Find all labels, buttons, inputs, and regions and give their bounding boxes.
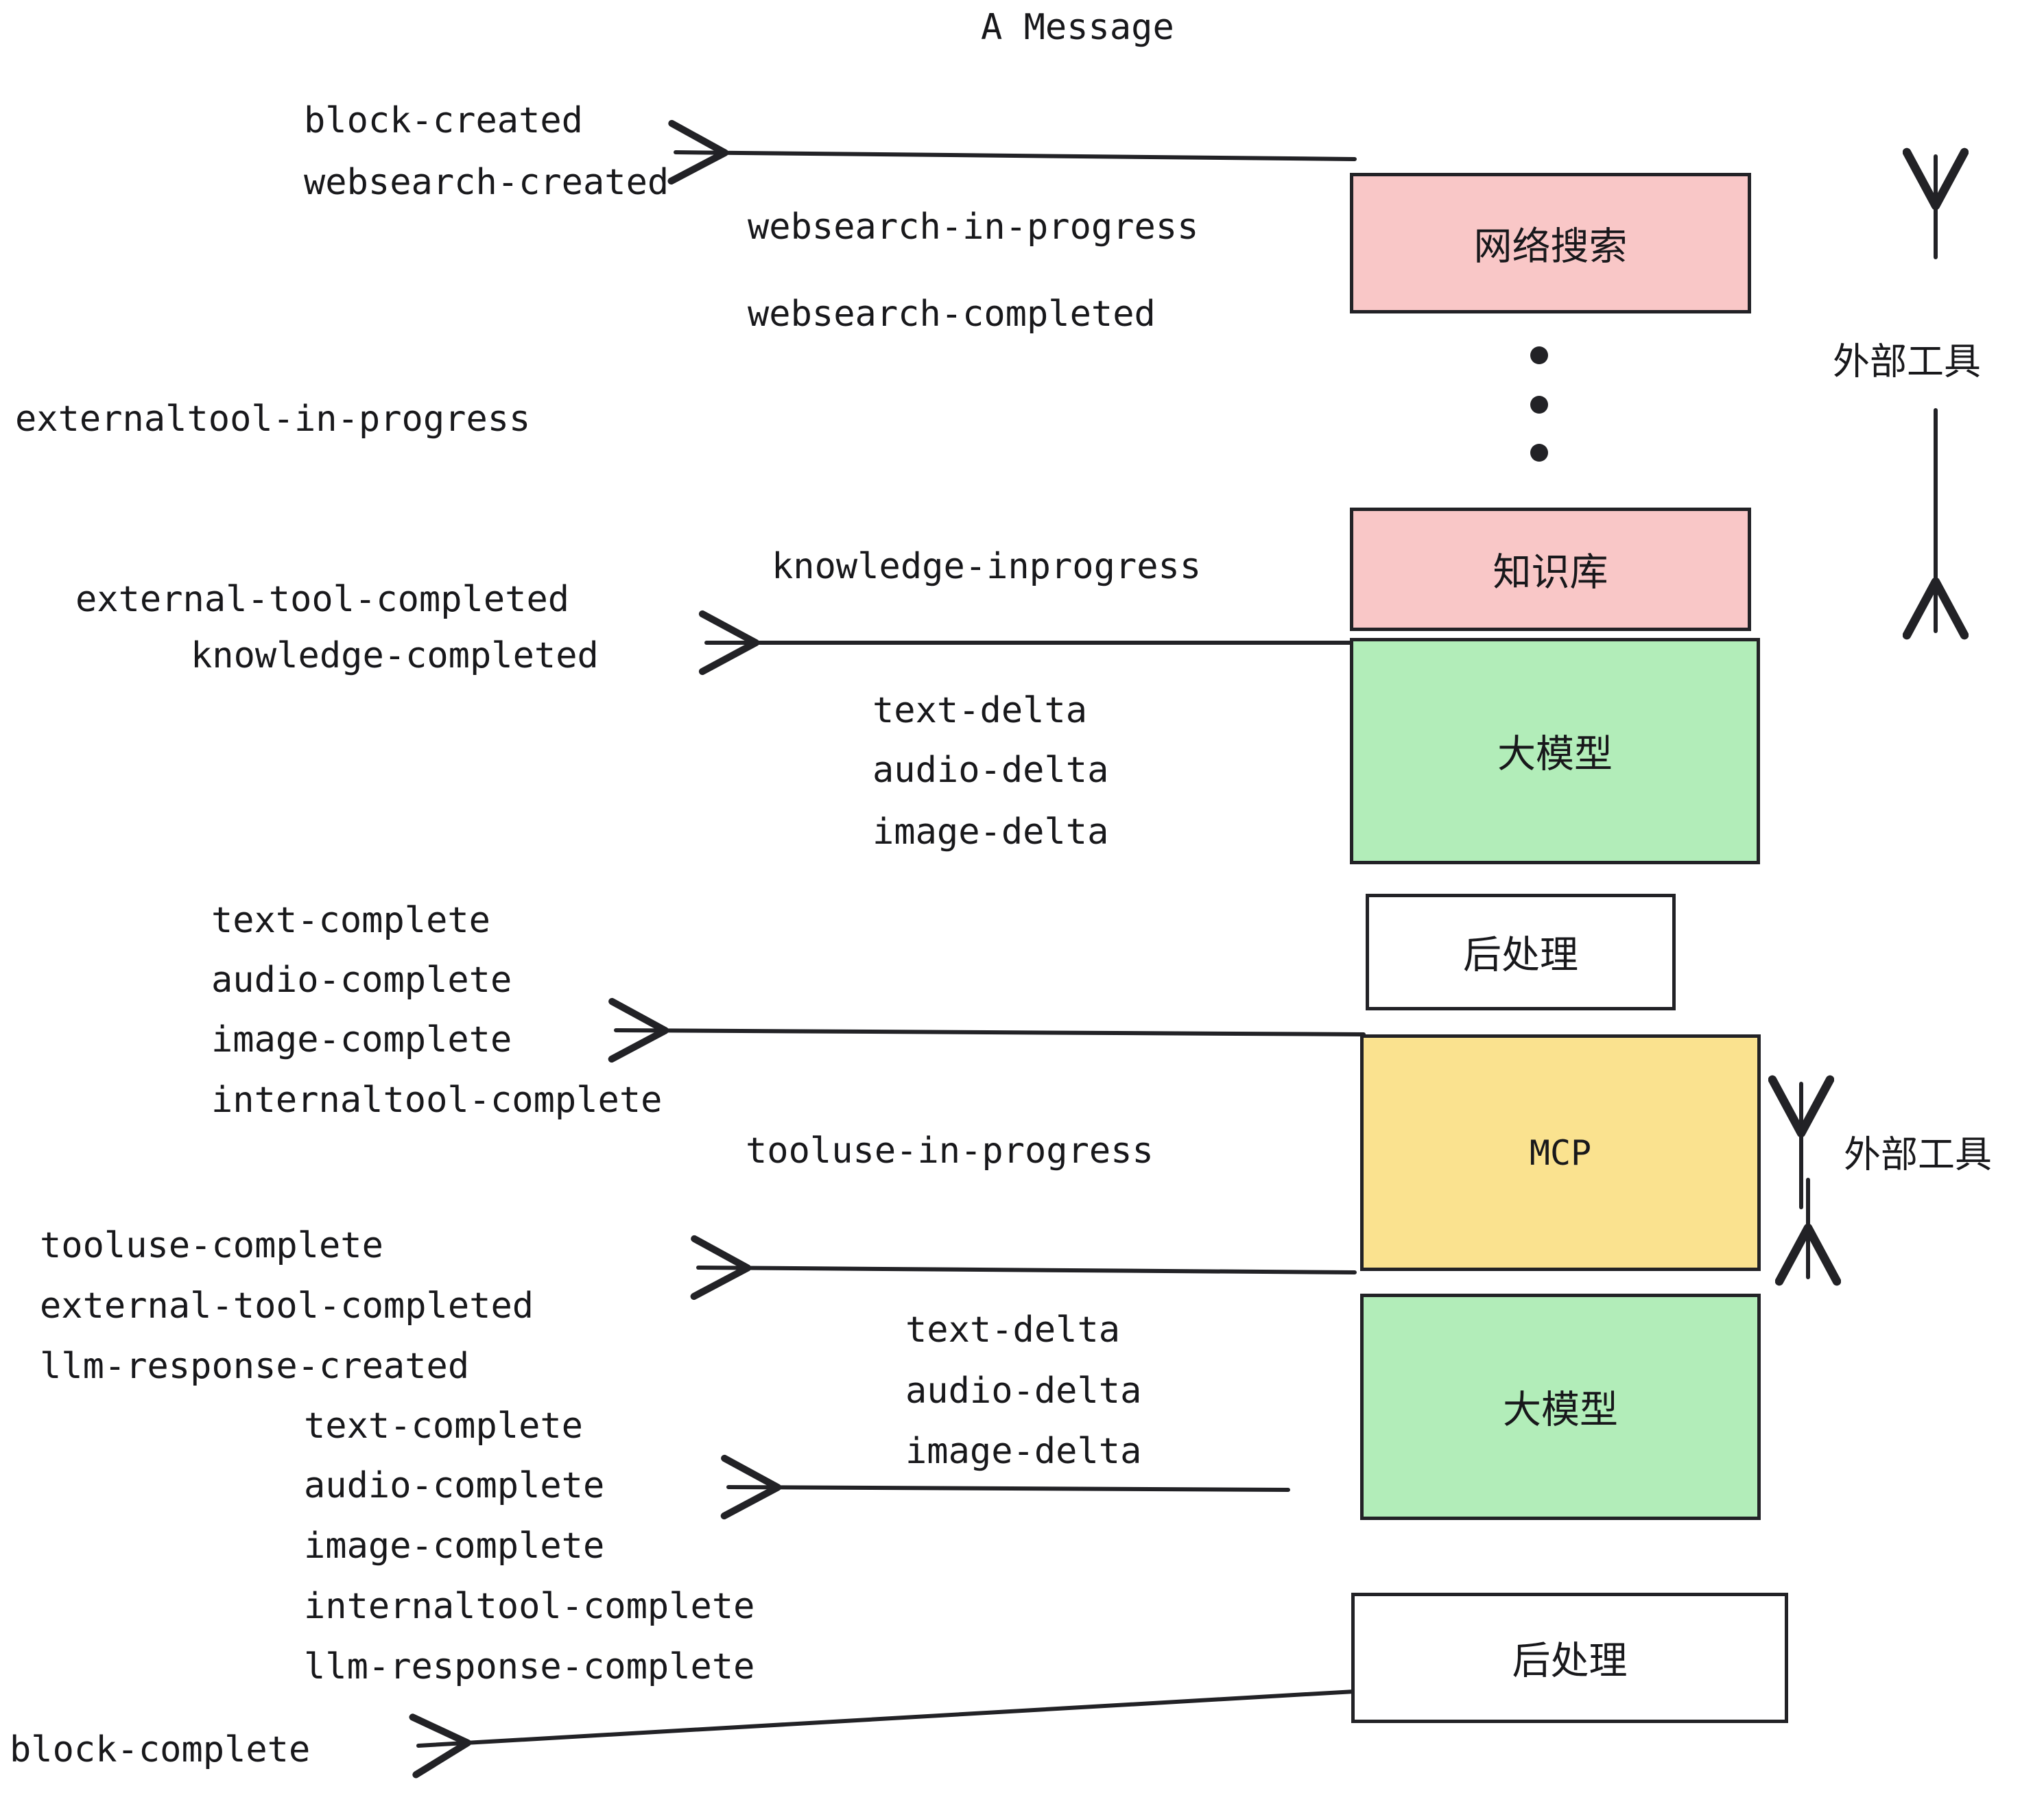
ellipsis-dot-3 bbox=[1530, 444, 1548, 462]
event-label-text-complete-2: text-complete bbox=[304, 1405, 583, 1447]
event-label-tooluse-in-progress: tooluse-in-progress bbox=[746, 1130, 1154, 1172]
event-label-audio-complete-1: audio-complete bbox=[211, 960, 512, 1001]
event-label-llm-response-created: llm-response-created bbox=[40, 1346, 470, 1387]
event-label-image-delta-2: image-delta bbox=[905, 1431, 1142, 1472]
event-label-image-complete-1: image-complete bbox=[211, 1019, 512, 1060]
event-label-image-complete-2: image-complete bbox=[304, 1526, 605, 1567]
event-label-audio-delta-1: audio-delta bbox=[872, 750, 1109, 791]
diagram-title: A Message bbox=[981, 7, 1174, 48]
event-label-internaltool-complete-2: internaltool-complete bbox=[304, 1586, 755, 1627]
event-label-external-tool-completed-1: external-tool-completed bbox=[75, 579, 570, 620]
event-label-external-tool-completed-2: external-tool-completed bbox=[40, 1285, 534, 1327]
side-label-external-tools-upper: 外部工具 bbox=[1833, 340, 1981, 383]
node-llm-2[interactable] bbox=[1360, 1294, 1761, 1520]
arrow-block-created bbox=[667, 119, 1357, 185]
event-label-text-delta-2: text-delta bbox=[905, 1309, 1121, 1351]
event-label-websearch-completed: websearch-completed bbox=[748, 294, 1156, 335]
event-label-knowledge-inprogress: knowledge-inprogress bbox=[772, 546, 1202, 587]
arrow-audio-complete bbox=[720, 1454, 1290, 1520]
arrow-image-complete bbox=[608, 997, 1366, 1063]
node-mcp[interactable] bbox=[1360, 1034, 1761, 1271]
event-label-audio-complete-2: audio-complete bbox=[304, 1465, 605, 1506]
event-label-llm-response-complete: llm-response-complete bbox=[304, 1646, 755, 1687]
event-label-audio-delta-2: audio-delta bbox=[905, 1370, 1142, 1412]
ellipsis-dot-1 bbox=[1530, 346, 1548, 364]
event-label-tooluse-complete: tooluse-complete bbox=[40, 1225, 383, 1266]
event-label-internaltool-complete-1: internaltool-complete bbox=[211, 1080, 663, 1121]
node-knowledge[interactable] bbox=[1350, 508, 1751, 631]
event-label-websearch-created: websearch-created bbox=[304, 162, 669, 203]
event-label-websearch-in-progress: websearch-in-progress bbox=[748, 206, 1199, 248]
event-label-text-delta-1: text-delta bbox=[872, 690, 1088, 731]
event-label-image-delta-1: image-delta bbox=[872, 811, 1109, 853]
event-label-text-complete-1: text-complete bbox=[211, 900, 490, 941]
event-label-block-created: block-created bbox=[304, 100, 583, 141]
ellipsis-dot-2 bbox=[1530, 396, 1548, 414]
node-postproc-1[interactable] bbox=[1366, 894, 1676, 1010]
node-llm-1[interactable] bbox=[1350, 638, 1760, 864]
event-label-externaltool-in-progress: externaltool-in-progress bbox=[15, 399, 531, 440]
arrow-tooluse-complete bbox=[690, 1235, 1357, 1301]
ellipsis-dots bbox=[1530, 346, 1548, 462]
event-label-knowledge-completed: knowledge-completed bbox=[191, 635, 599, 676]
node-postproc-2[interactable] bbox=[1351, 1593, 1788, 1723]
side-label-external-tools-lower: 外部工具 bbox=[1844, 1132, 1992, 1176]
event-label-block-complete: block-complete bbox=[10, 1729, 311, 1770]
node-websearch[interactable] bbox=[1350, 173, 1751, 313]
side-arrow-layer bbox=[1801, 156, 1936, 1277]
